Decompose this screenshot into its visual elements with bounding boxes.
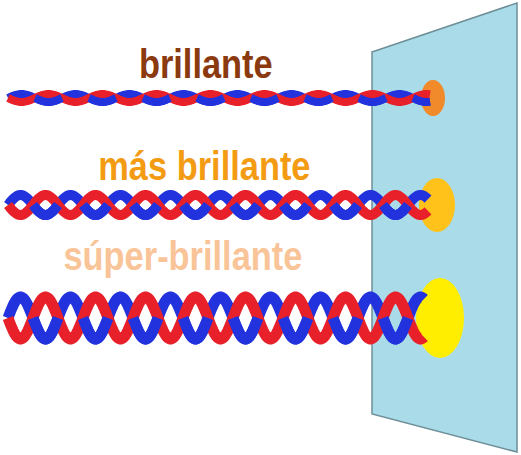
brightness-label: más brillante (98, 146, 310, 186)
blue-strand (33, 318, 58, 339)
blue-strand (8, 94, 430, 102)
light-spot (419, 178, 455, 232)
rope (8, 297, 424, 339)
light-spot (416, 278, 464, 358)
blue-strand (83, 318, 108, 339)
screen-panel (372, 3, 517, 452)
blue-strand (359, 98, 386, 102)
blue-strand (143, 98, 170, 102)
blue-strand (333, 205, 358, 215)
blue-strand (233, 205, 258, 215)
blue-strand (33, 205, 58, 215)
blue-strand (35, 98, 62, 102)
blue-strand (333, 318, 358, 339)
blue-strand (283, 205, 308, 215)
blue-strand (383, 205, 408, 215)
red-strand (8, 195, 428, 215)
rope (8, 195, 428, 215)
blue-strand (197, 98, 224, 102)
blue-strand (413, 98, 430, 102)
brightness-label: brillante (139, 44, 273, 84)
blue-strand (183, 205, 208, 215)
red-strand (8, 94, 430, 102)
rope (8, 94, 430, 102)
blue-strand (8, 195, 428, 215)
blue-strand (8, 297, 424, 339)
blue-strand (233, 318, 258, 339)
red-strand (8, 297, 424, 339)
twisted-ropes (8, 94, 430, 339)
blue-strand (183, 318, 208, 339)
blue-strand (305, 98, 332, 102)
blue-strand (133, 205, 158, 215)
blue-strand (83, 205, 108, 215)
blue-strand (133, 318, 158, 339)
blue-strand (283, 318, 308, 339)
blue-strand (383, 318, 408, 339)
blue-strand (89, 98, 116, 102)
blue-strand (251, 98, 278, 102)
brightness-label: súper-brillante (64, 236, 303, 276)
